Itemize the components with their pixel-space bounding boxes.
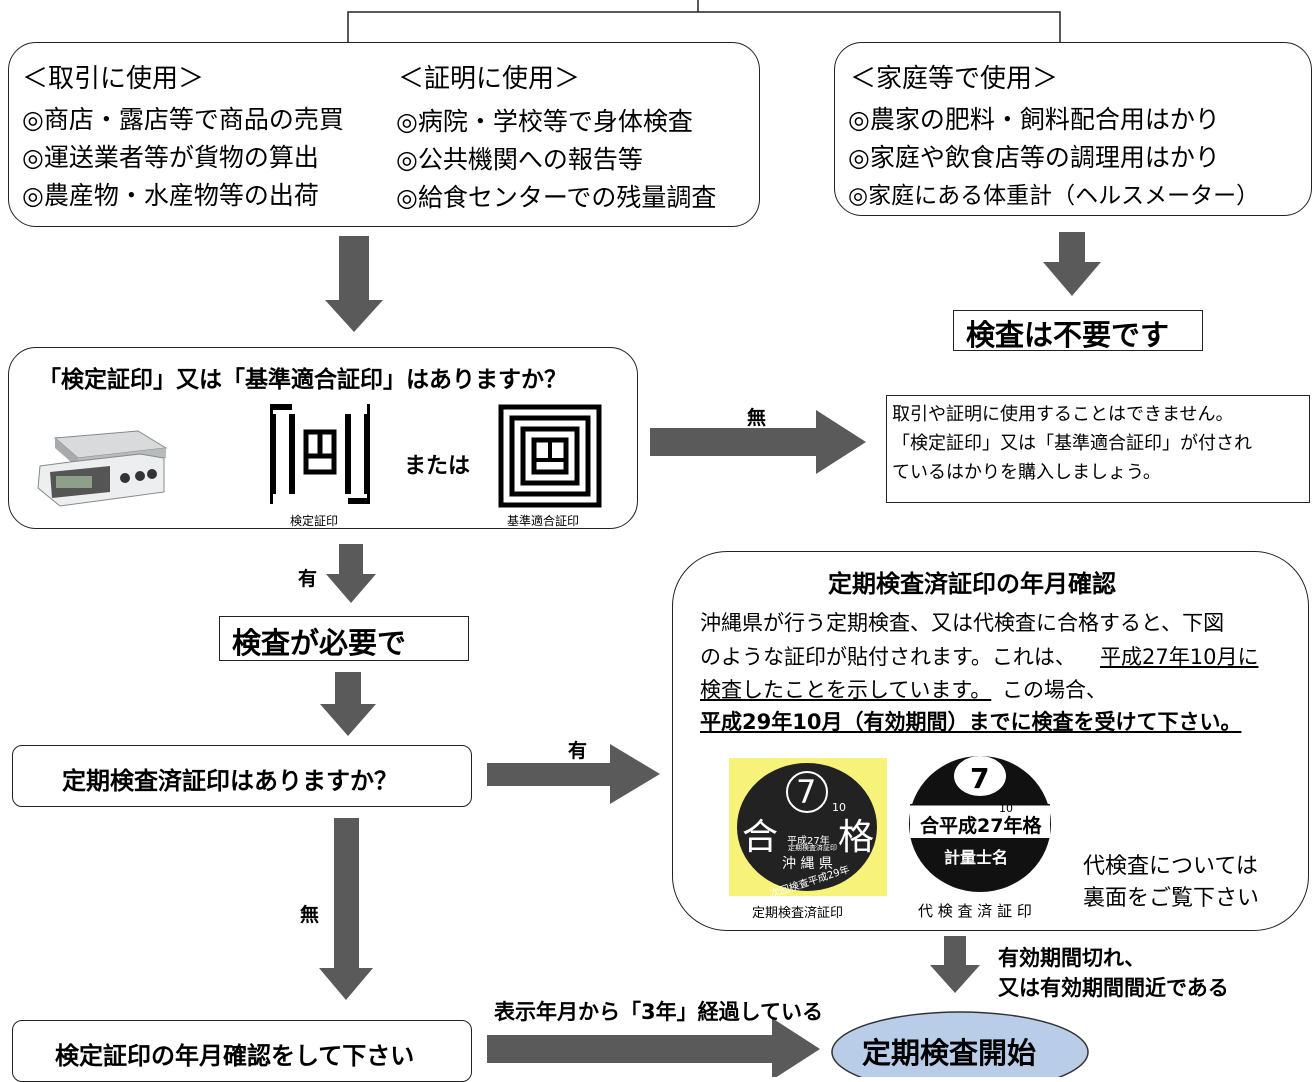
start-text: 定期検査開始	[862, 1036, 1037, 1070]
label-none-2: 無	[300, 904, 320, 926]
label-yes-1: 有	[298, 568, 318, 590]
home-item-3: ◎家庭にある体重計（ヘルスメーター）	[848, 183, 1260, 209]
periodic-line-1: 沖縄県が行う定期検査、又は代検査に合格すると、下図	[700, 611, 1225, 635]
scale-image	[37, 430, 168, 507]
seal1-year: 平成27年	[787, 836, 830, 847]
start-ellipse	[831, 1011, 1089, 1077]
seal1-left-char: 合	[742, 817, 779, 858]
cert-item-1: ◎病院・学校等で身体検査	[396, 107, 693, 136]
cannot-use-line-2: 「検定証印」又は「基準適合証印」が付され	[892, 433, 1252, 454]
seal2-caption: 代 検 査 済 証 印	[918, 902, 1032, 920]
cannot-use-line-1: 取引や証明に使用することはできません。	[892, 404, 1234, 425]
no-inspection-text: 検査は不要です	[966, 318, 1170, 352]
arrow-down-2	[320, 672, 376, 736]
trade-item-2: ◎運送業者等が貨物の算出	[22, 143, 319, 172]
inspection-required-box	[219, 616, 469, 661]
seal1-month: 7	[796, 773, 817, 811]
label-yes-2: 有	[568, 740, 588, 762]
stamp1-caption: 検定証印	[290, 514, 339, 528]
stamp2-caption: 基準適合証印	[507, 514, 580, 528]
arrow-down-expiry	[930, 936, 980, 993]
periodic-line-2b: 平成27年10月に	[1100, 645, 1259, 669]
home-item-2: ◎家庭や飲食店等の調理用はかり	[848, 143, 1220, 172]
seal2-disc	[909, 756, 1051, 892]
proxy-line-2: 裏面をご覧下さい	[1083, 886, 1260, 911]
seal1-pref: 沖 縄 県	[782, 856, 833, 872]
trade-item-3: ◎農産物・水産物等の出荷	[22, 181, 319, 210]
periodic-line-2a: のような証印が貼付されます。これは、	[700, 645, 1076, 669]
cert-title: ＜証明に使用＞	[398, 64, 581, 94]
proxy-line-1: 代検査については	[1083, 854, 1258, 879]
home-title: ＜家庭等で使用＞	[850, 64, 1059, 94]
seal2-month: 7	[970, 762, 990, 795]
label-expired-1: 有効期間切れ、	[998, 946, 1146, 970]
or-text: または	[404, 454, 471, 479]
periodic-line-3b: この場合、	[1002, 678, 1107, 702]
question2-text: 定期検査済証印はありますか？	[62, 767, 398, 795]
periodic-line-4: 平成29年10月（有効期間）までに検査を受けて下さい。	[700, 710, 1242, 734]
cert-item-2: ◎公共機関への報告等	[396, 145, 643, 174]
usage-home-box	[834, 42, 1312, 216]
seal1-sub: 定期検査済証印	[788, 844, 837, 852]
arrow-down-yes1	[326, 544, 376, 603]
seal1-disc	[737, 763, 877, 891]
seal2-small: 10	[999, 802, 1013, 815]
arrow-down-1	[325, 236, 383, 332]
periodic-title: 定期検査済証印の年月確認	[828, 570, 1116, 598]
kijun-stamp-icon	[498, 404, 602, 508]
check-date-text: 検定証印の年月確認をして下さい	[55, 1042, 415, 1070]
home-item-1: ◎農家の肥料・飼料配合用はかり	[848, 105, 1220, 134]
kentei-stamp-icon	[270, 404, 370, 504]
arrow-down-none2	[319, 818, 373, 1000]
seal1-right-char: 格	[838, 817, 875, 858]
label-none-1: 無	[747, 407, 767, 429]
question2-box	[12, 745, 472, 807]
trade-item-1: ◎商店・露店等で商品の売買	[22, 105, 344, 134]
arrow-right-3years	[487, 1018, 820, 1077]
seal2-name: 計量士名	[944, 848, 1009, 867]
trade-title: ＜取引に使用＞	[22, 64, 205, 94]
seal1-small: 10	[832, 801, 846, 814]
no-inspection-box	[953, 310, 1203, 351]
question1-title: 「検定証印」又は「基準適合証印」はありますか？	[38, 367, 567, 393]
arrow-down-home	[1043, 232, 1101, 296]
inspection-required-text: 検査が必要で	[232, 626, 407, 660]
usage-trade-cert-box	[8, 42, 760, 227]
cannot-use-box	[886, 395, 1310, 503]
top-bracket-line	[347, 11, 1061, 42]
seal1-caption: 定期検査済証印	[752, 906, 844, 921]
label-three-years: 表示年月から「3年」経過している	[494, 1000, 823, 1024]
cert-item-3: ◎給食センターでの残量調査	[396, 183, 717, 212]
periodic-line-3a: 検査したことを示しています。	[700, 678, 992, 702]
label-expired-2: 又は有効期間間近である	[998, 976, 1229, 1000]
seal2-text: 合平成27年格	[920, 815, 1042, 837]
cannot-use-line-3: ているはかりを購入しましょう。	[892, 462, 1161, 483]
